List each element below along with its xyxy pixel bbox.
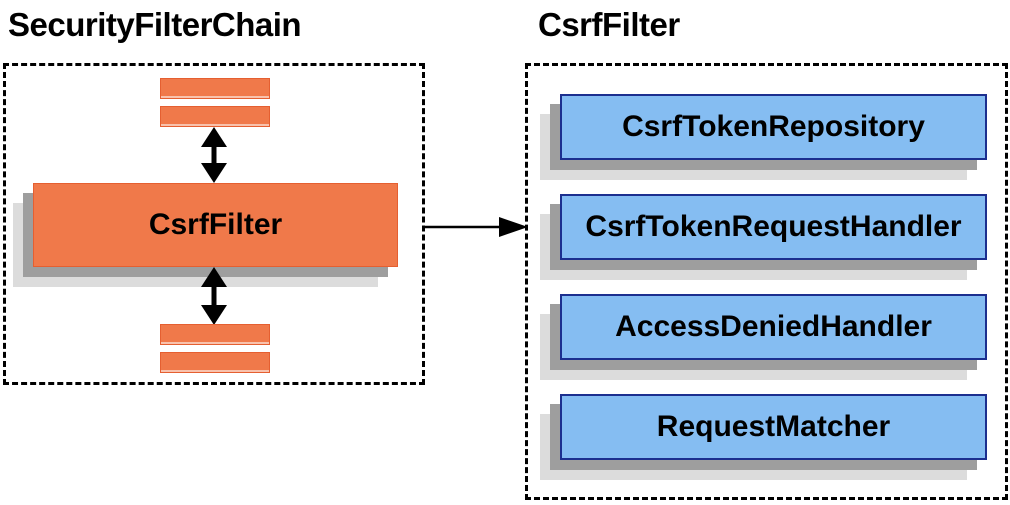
csrf-filter-box: CsrfFilter xyxy=(33,183,398,267)
filter-placeholder-bar xyxy=(160,78,270,99)
security-filter-chain-panel xyxy=(3,63,425,385)
component-box-access-denied-handler: AccessDeniedHandler xyxy=(560,294,987,360)
component-box-csrf-token-request-handler: CsrfTokenRequestHandler xyxy=(560,194,987,260)
component-box-csrf-token-repository: CsrfTokenRepository xyxy=(560,94,987,160)
filter-placeholder-bar xyxy=(160,106,270,127)
csrf-filter-box-label: CsrfFilter xyxy=(148,208,283,241)
bidirectional-arrow-icon xyxy=(201,127,227,183)
component-label: RequestMatcher xyxy=(656,410,891,443)
bidirectional-arrow-icon xyxy=(201,267,227,325)
csrf-filter-title: CsrfFilter xyxy=(538,6,680,43)
component-label: AccessDeniedHandler xyxy=(615,310,932,343)
component-box-request-matcher: RequestMatcher xyxy=(560,394,987,460)
component-label: CsrfTokenRequestHandler xyxy=(585,210,962,243)
csrf-filter-panel xyxy=(525,63,1008,500)
security-filter-chain-title: SecurityFilterChain xyxy=(8,6,302,43)
filter-placeholder-bar xyxy=(160,324,270,345)
filter-placeholder-bar xyxy=(160,352,270,373)
component-label: CsrfTokenRepository xyxy=(622,110,925,143)
flow-arrow-icon xyxy=(423,217,528,237)
